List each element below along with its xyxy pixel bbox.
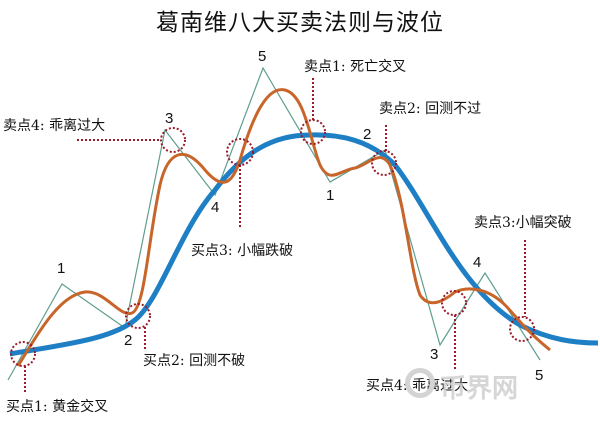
watermark: 币界网: [440, 374, 519, 404]
wave-down-5: 5: [535, 367, 544, 384]
wave-up-5: 5: [258, 48, 267, 65]
wave-down-1: 1: [326, 187, 335, 204]
watermark-logo-icon: [405, 368, 435, 398]
wave-down-2: 2: [363, 126, 372, 143]
wave-up-1: 1: [57, 260, 66, 277]
wave-up-3: 3: [165, 110, 174, 127]
wave-down-4: 4: [473, 254, 482, 271]
moving-average-line: [9, 132, 599, 357]
sell2-marker: [371, 150, 397, 176]
buy1-label: 买点1: 黄金交叉: [6, 399, 109, 415]
buy3-label: 买点3: 小幅跌破: [191, 243, 294, 259]
sell4-top-marker: [160, 127, 186, 153]
sell1-label: 卖点1: 死亡交叉: [304, 59, 407, 75]
wave-up-4: 4: [211, 199, 220, 216]
buy4-bottom-marker: [441, 290, 467, 316]
wave-up-2: 2: [124, 332, 133, 349]
diagram-title: 葛南维八大买卖法则与波位: [156, 10, 444, 36]
wave-down-3: 3: [430, 346, 439, 363]
buy2-label: 买点2: 回测不破: [143, 353, 246, 369]
sell4-label: 卖点4: 乖离过大: [3, 118, 106, 134]
sell3-label: 卖点3:小幅突破: [474, 215, 572, 231]
buy2-marker: [125, 303, 151, 329]
sell3-marker: [509, 316, 535, 342]
sell2-label: 卖点2: 回测不过: [379, 101, 482, 117]
buy1-marker: [10, 341, 36, 367]
